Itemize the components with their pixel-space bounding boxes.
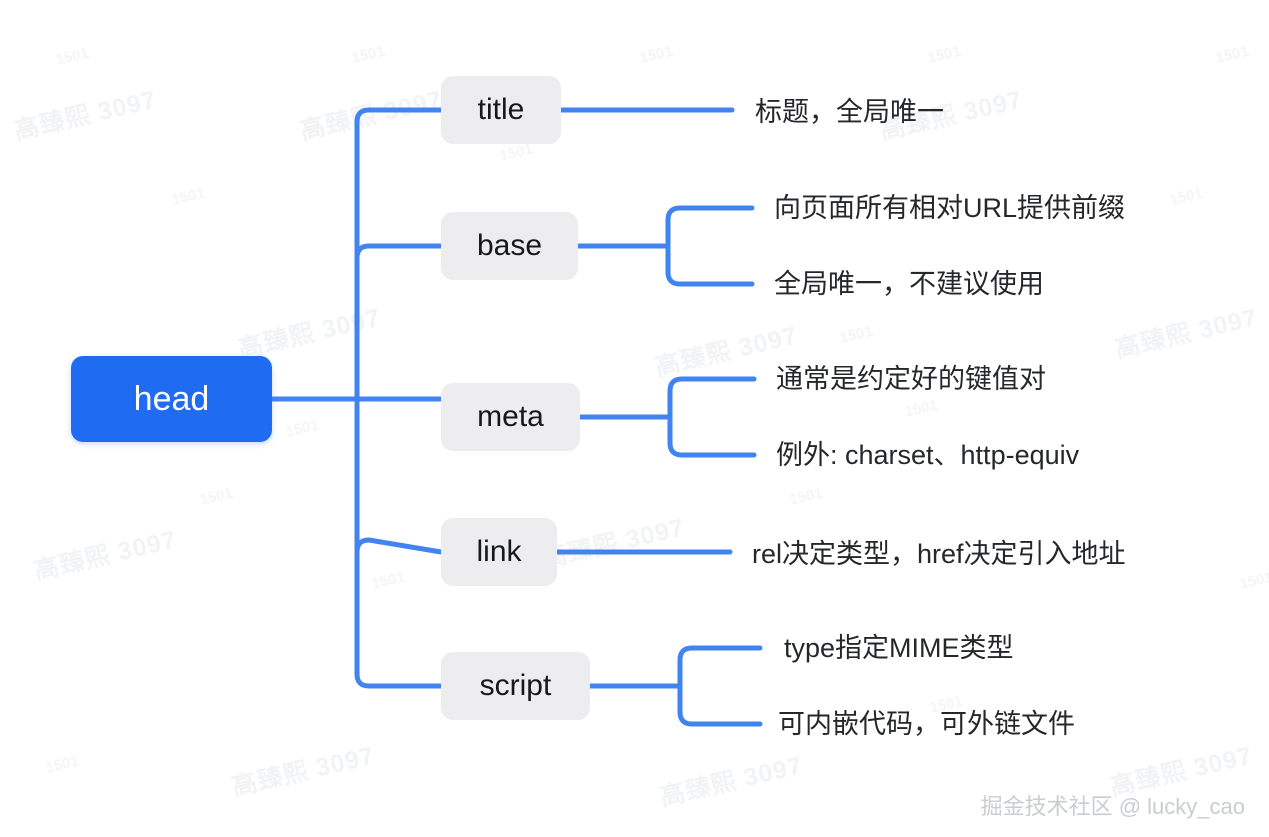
mindmap-branch-node-link[interactable]: link <box>441 518 557 586</box>
mindmap-branch-node-title[interactable]: title <box>441 76 561 144</box>
mindmap-leaf-meta-1[interactable]: 例外: charset、http-equiv <box>776 440 1080 470</box>
branch-label: link <box>476 535 522 568</box>
author-signature: 掘金技术社区 @ lucky_cao <box>980 794 1245 819</box>
wire-script-fork-down <box>677 683 763 727</box>
mindmap-leaf-script-1[interactable]: 可内嵌代码，可外链文件 <box>778 709 1075 739</box>
mindmap-leaf-meta-0[interactable]: 通常是约定好的键值对 <box>776 364 1046 394</box>
branch-label: meta <box>477 400 544 433</box>
mindmap-root-node[interactable]: head <box>71 356 272 442</box>
mindmap-leaf-title-0[interactable]: 标题，全局唯一 <box>755 97 944 127</box>
mindmap-branch-node-script[interactable]: script <box>441 652 590 720</box>
mindmap-branch-node-base[interactable]: base <box>441 212 578 280</box>
mindmap-leaf-script-0[interactable]: type指定MIME类型 <box>784 633 1014 663</box>
wire-spine-bottom <box>354 396 444 689</box>
wire-meta-fork-down <box>667 414 757 458</box>
mindmap-leaf-base-0[interactable]: 向页面所有相对URL提供前缀 <box>774 193 1126 223</box>
branch-label: base <box>476 229 543 262</box>
wire-spine-top <box>354 107 444 402</box>
wire-base-fork-down <box>665 243 755 287</box>
wire-spine-link <box>354 537 444 555</box>
mindmap-branch-node-meta[interactable]: meta <box>441 383 580 451</box>
branch-label: script <box>479 669 552 702</box>
wire-spine-base <box>354 243 444 261</box>
wire-meta-fork-up <box>667 376 757 420</box>
mindmap-leaf-base-1[interactable]: 全局唯一，不建议使用 <box>774 269 1044 299</box>
mindmap-root-label: head <box>133 379 210 418</box>
branch-label: title <box>477 93 525 126</box>
mindmap-leaf-link-0[interactable]: rel决定类型，href决定引入地址 <box>752 539 1126 569</box>
wire-script-fork-up <box>677 645 763 689</box>
wire-base-fork-up <box>665 205 755 249</box>
